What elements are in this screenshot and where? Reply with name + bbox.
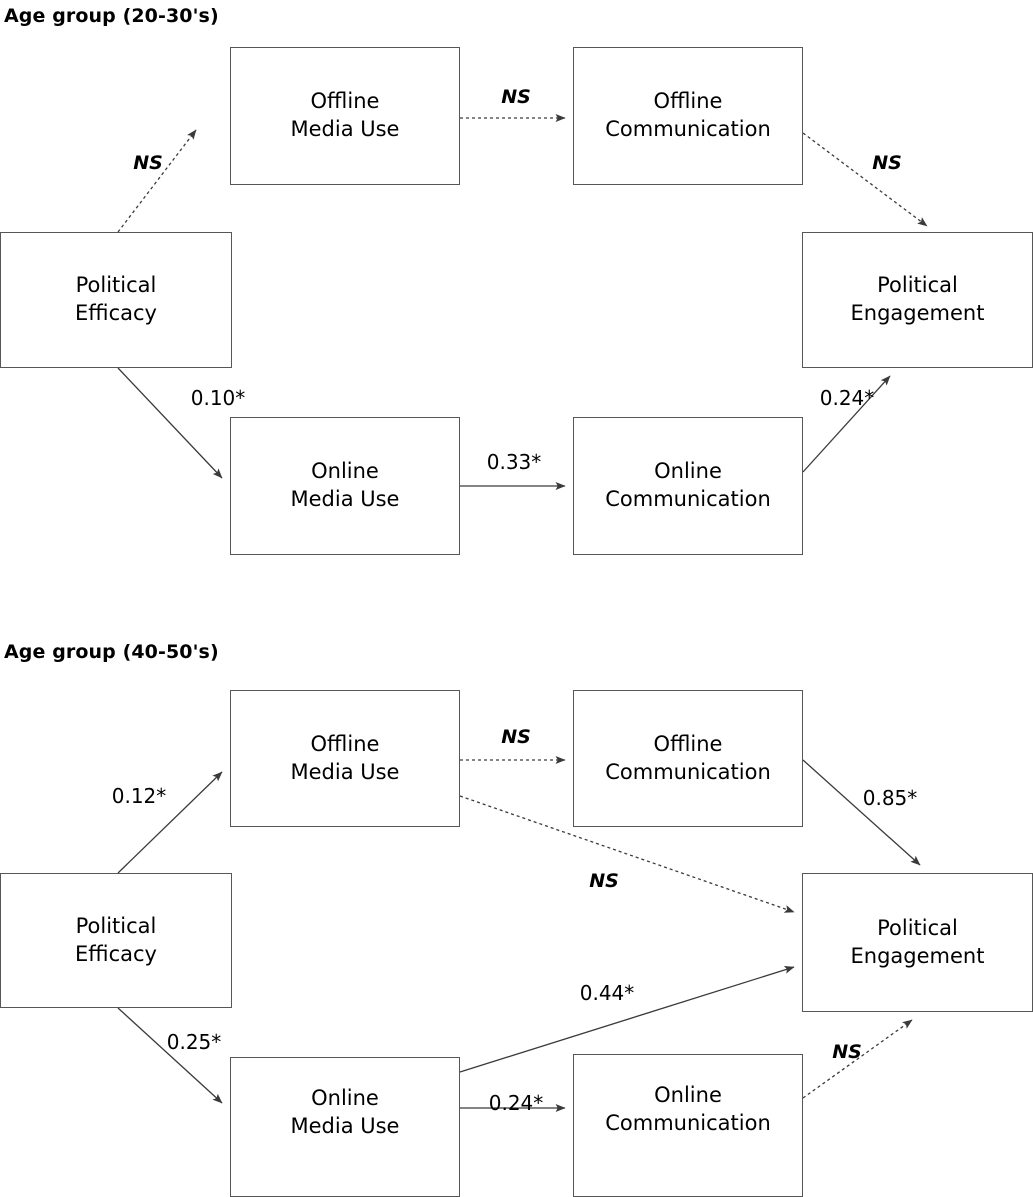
edge-label-older-efficacy-offmedia: 0.12* [111,784,167,808]
node-label: Online Media Use [290,1086,400,1138]
node-young-political-engagement[interactable]: Political Engagement [802,232,1033,368]
node-young-offline-communication[interactable]: Offline Communication [573,47,803,185]
edge-young-efficacy-to-offmedia [117,129,197,233]
node-young-offline-media-use[interactable]: Offline Media Use [230,47,460,185]
node-label: Offline Communication [605,89,771,141]
edge-label-older-oncomm-engagement: NS [832,1041,862,1063]
node-older-political-efficacy[interactable]: Political Efficacy [0,873,232,1008]
edge-label-older-efficacy-onmedia: 0.25* [166,1030,222,1054]
node-older-online-media-use[interactable]: Online Media Use [230,1057,460,1197]
node-older-political-engagement[interactable]: Political Engagement [802,873,1033,1012]
node-label: Offline Media Use [290,89,400,141]
node-label: Online Communication [605,459,771,511]
edge-label-older-onmedia-engagement: 0.44* [579,981,635,1005]
edge-older-offcomm-to-engagement [802,759,921,866]
node-older-offline-media-use[interactable]: Offline Media Use [230,690,460,827]
panel-age-group-40-50s: Age group (40-50's) [0,600,1033,1197]
node-label: Offline Communication [605,731,771,784]
edge-label-young-onmedia-oncomm: 0.33* [486,450,542,474]
edge-label-young-efficacy-onmedia: 0.10* [190,386,246,410]
edge-label-older-offmedia-offcomm: NS [501,726,531,748]
panel-age-group-20-30s: Age group (20-30's) [0,5,1033,555]
edge-label-older-offmedia-engagement: NS [589,870,619,892]
edge-label-older-offcomm-engagement: 0.85* [862,786,918,810]
panel-title-older: Age group (40-50's) [4,641,219,663]
node-young-online-media-use[interactable]: Online Media Use [230,417,460,555]
edge-label-young-offcomm-engagement: NS [872,152,902,174]
node-label: Political Efficacy [75,913,157,966]
edge-label-young-oncomm-engagement: 0.24* [819,386,875,410]
edge-young-efficacy-to-onmedia [117,367,223,479]
edge-young-offcomm-to-engagement [802,132,928,227]
edge-label-older-onmedia-oncomm: 0.24* [488,1091,544,1115]
node-label: Online Media Use [290,459,400,511]
node-label: Political Engagement [850,273,985,325]
node-label: Offline Media Use [290,731,400,784]
node-older-online-communication[interactable]: Online Communication [573,1054,803,1197]
node-older-offline-communication[interactable]: Offline Communication [573,690,803,827]
node-label: Political Efficacy [75,273,157,325]
edge-older-efficacy-to-onmedia [117,1007,223,1104]
node-label: Political Engagement [850,915,985,968]
panel-title-young: Age group (20-30's) [4,5,219,27]
node-young-online-communication[interactable]: Online Communication [573,417,803,555]
edge-label-young-efficacy-offmedia: NS [133,152,163,174]
edge-label-young-offmedia-offcomm: NS [501,86,531,108]
node-young-political-efficacy[interactable]: Political Efficacy [0,232,232,368]
node-label: Online Communication [605,1082,771,1135]
